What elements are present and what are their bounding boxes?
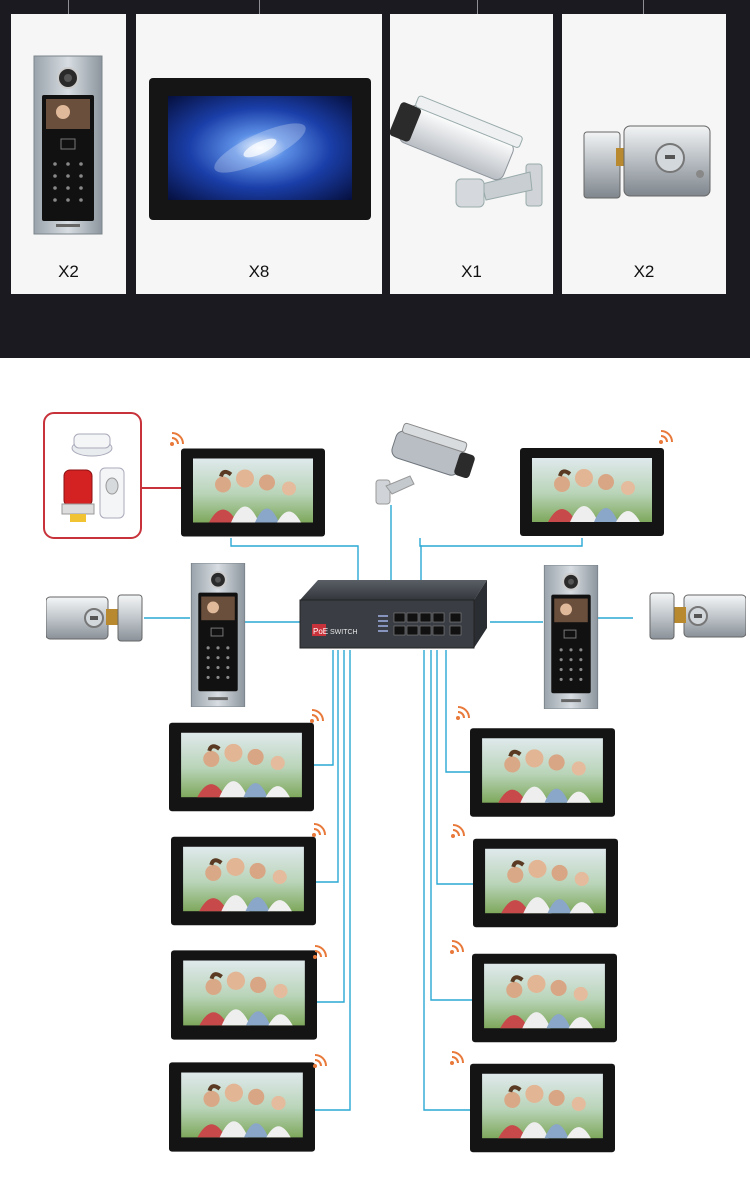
product-strip: X2 X8	[0, 0, 750, 358]
wifi-icon	[450, 940, 464, 954]
cable	[423, 650, 470, 1111]
alarm-sensors-group	[43, 412, 181, 539]
cctv-camera-icon	[375, 422, 475, 505]
indoor-monitor	[520, 448, 664, 536]
cable	[317, 650, 345, 1003]
divider	[477, 0, 478, 14]
wifi-icon	[312, 823, 326, 837]
switch-brand: PoE	[313, 627, 328, 636]
cable	[430, 650, 472, 1001]
wifi-icon	[170, 432, 184, 446]
divider	[68, 0, 69, 14]
product-card-indoor-monitor: X8	[136, 14, 382, 294]
indoor-monitor	[169, 1062, 315, 1151]
cctv-camera-icon	[389, 95, 543, 208]
outdoor-panel-icon	[543, 565, 599, 709]
indoor-monitor	[473, 839, 618, 928]
cable	[436, 650, 473, 885]
divider	[643, 0, 644, 14]
motion-sensor-icon	[99, 467, 125, 519]
cable	[230, 538, 359, 602]
alarm-siren-icon	[61, 469, 95, 522]
quantity-label: X8	[248, 262, 270, 281]
cable	[421, 538, 583, 547]
wifi-icon	[313, 1054, 327, 1068]
indoor-monitor	[181, 449, 325, 537]
smoke-detector-icon	[71, 433, 113, 457]
wifi-icon	[310, 709, 324, 723]
indoor-monitor	[472, 954, 617, 1043]
wifi-icon	[450, 1051, 464, 1065]
electric-lock-icon	[649, 592, 746, 640]
indoor-monitor	[470, 1064, 615, 1153]
cable	[419, 538, 422, 602]
outdoor-panel-icon	[33, 55, 103, 235]
cable	[445, 650, 470, 773]
poe-switch-icon: PoE SWITCH	[299, 580, 487, 649]
cable	[314, 650, 334, 766]
quantity-label: X1	[461, 262, 482, 281]
quantity-label: X2	[633, 262, 655, 281]
electric-lock-icon	[583, 125, 711, 199]
indoor-monitor	[171, 950, 317, 1039]
wifi-icon	[456, 706, 470, 720]
wifi-icon	[659, 430, 673, 444]
indoor-monitor	[470, 728, 615, 817]
indoor-monitor	[171, 837, 316, 926]
cable	[316, 650, 339, 883]
product-card-cctv-camera: X1	[389, 14, 553, 294]
cables	[144, 505, 633, 1111]
indoor-monitor	[169, 723, 314, 812]
quantity-label: X2	[58, 262, 79, 281]
divider	[259, 0, 260, 14]
network-diagram: PoE SWITCH	[43, 412, 746, 1185]
switch-label: SWITCH	[330, 629, 358, 636]
cable	[315, 650, 351, 1111]
product-card-outdoor-panel: X2	[11, 14, 126, 294]
electric-lock-icon	[46, 594, 143, 642]
monitor-icon	[149, 78, 371, 220]
alarm-sensor-box	[43, 412, 142, 539]
product-card-electric-lock: X2	[562, 14, 726, 294]
outdoor-panel-icon	[190, 563, 246, 707]
wifi-icon	[451, 824, 465, 838]
